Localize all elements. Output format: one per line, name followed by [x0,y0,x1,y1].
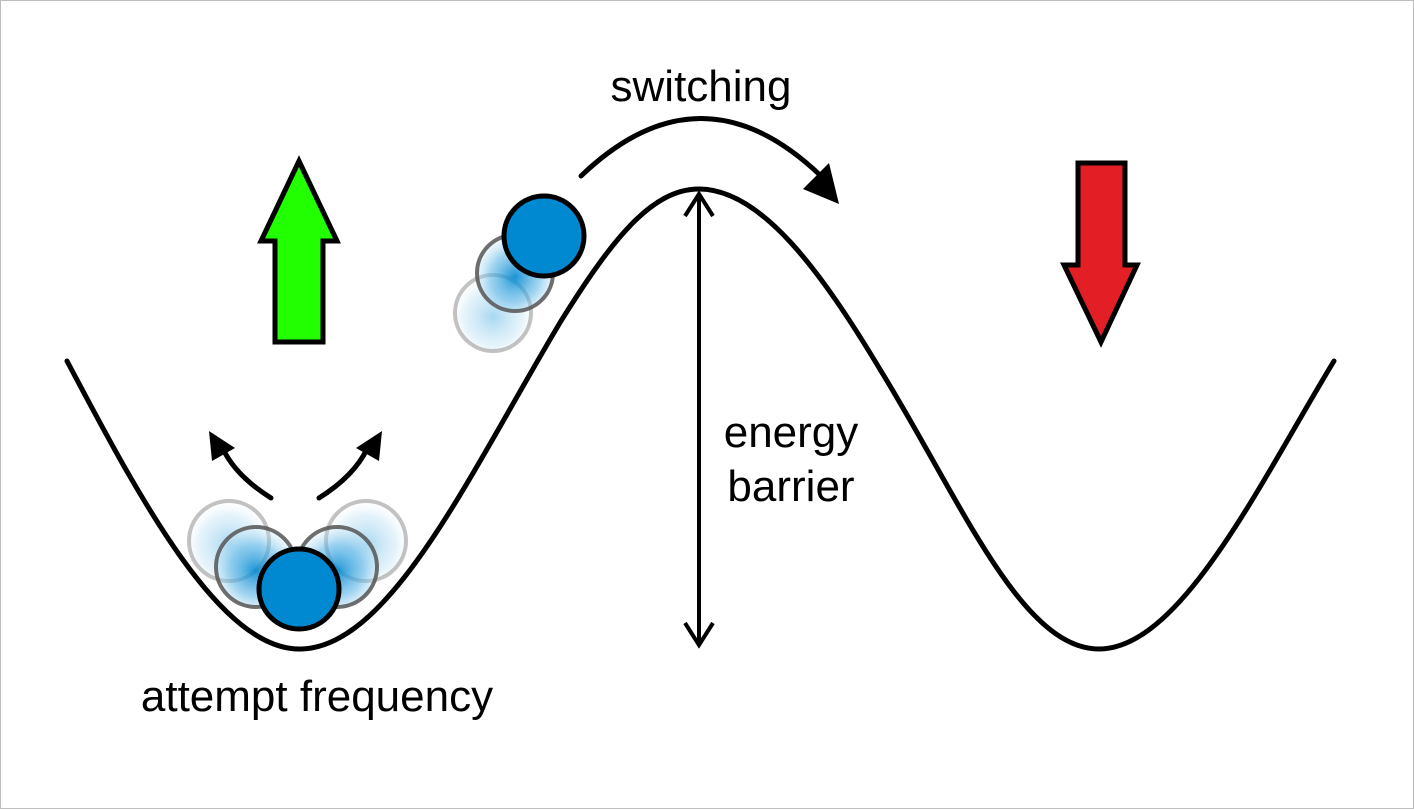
energy-barrier-arrow-top [683,190,715,218]
attempt-arrow-right [316,446,370,501]
energy-curve [64,186,1337,652]
switching-arrow-head [803,163,839,204]
energy-barrier-arrow-bottom [683,621,715,649]
arrow-down-icon [1060,160,1141,348]
attempt-arrow-left-head [209,431,235,461]
energy-barrier-label-line2: barrier [727,462,854,511]
attempt-arrow-left [220,446,274,501]
energy-barrier-label-line1: energy [724,408,859,457]
switching-label: switching [611,62,792,111]
particle-icon [256,546,342,632]
attempt-arrow-right-head [356,431,382,461]
switching-arrow [578,116,824,179]
attempt-frequency-label: attempt frequency [141,672,493,721]
arrow-up-icon [257,155,341,345]
particle-climbing-icon [501,193,587,279]
